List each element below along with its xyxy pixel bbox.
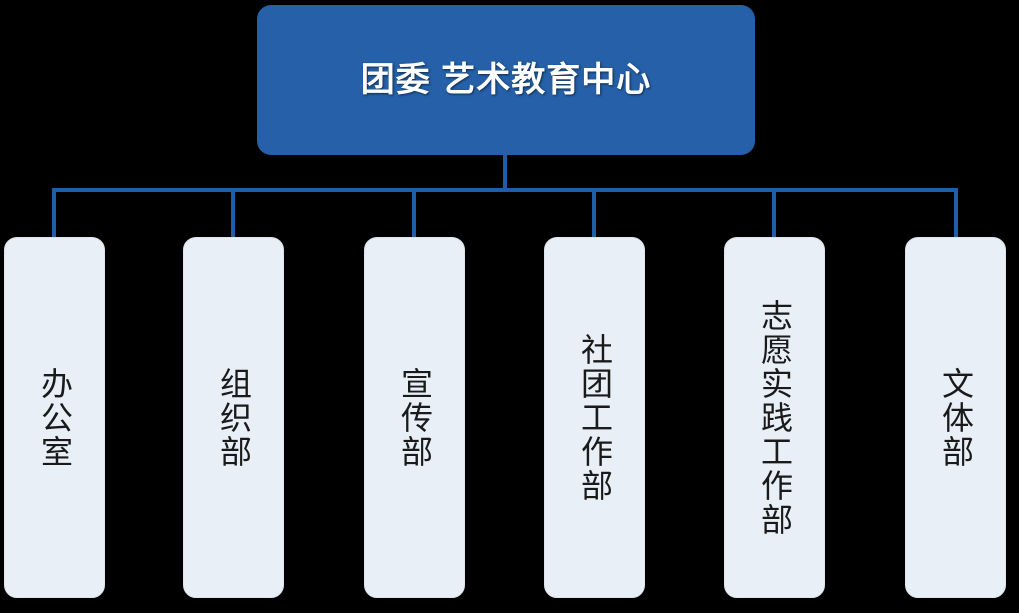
connector-drop-3 (412, 190, 416, 237)
child-node-3[interactable]: 宣传部 (364, 237, 465, 598)
child-node-5[interactable]: 志愿实践工作部 (724, 237, 825, 598)
root-node-art-education-center[interactable]: 团委 艺术教育中心 (257, 5, 755, 155)
child-node-label: 宣传部 (396, 366, 433, 469)
connector-drop-2 (231, 190, 235, 237)
child-node-label: 文体部 (937, 366, 974, 469)
connector-drop-5 (772, 190, 776, 237)
child-node-label: 志愿实践工作部 (756, 298, 793, 537)
connector-root-stem (503, 155, 507, 190)
child-node-label: 办公室 (36, 366, 73, 469)
root-node-label: 团委 艺术教育中心 (360, 60, 652, 99)
child-node-2[interactable]: 组织部 (183, 237, 284, 598)
child-node-1[interactable]: 办公室 (4, 237, 105, 598)
connector-drop-1 (52, 190, 56, 237)
child-node-4[interactable]: 社团工作部 (544, 237, 645, 598)
child-node-label: 社团工作部 (576, 332, 613, 503)
connector-horizontal-bus (52, 188, 958, 192)
child-node-label: 组织部 (215, 366, 252, 469)
child-node-6[interactable]: 文体部 (905, 237, 1006, 598)
connector-drop-6 (954, 190, 958, 237)
connector-drop-4 (592, 190, 596, 237)
